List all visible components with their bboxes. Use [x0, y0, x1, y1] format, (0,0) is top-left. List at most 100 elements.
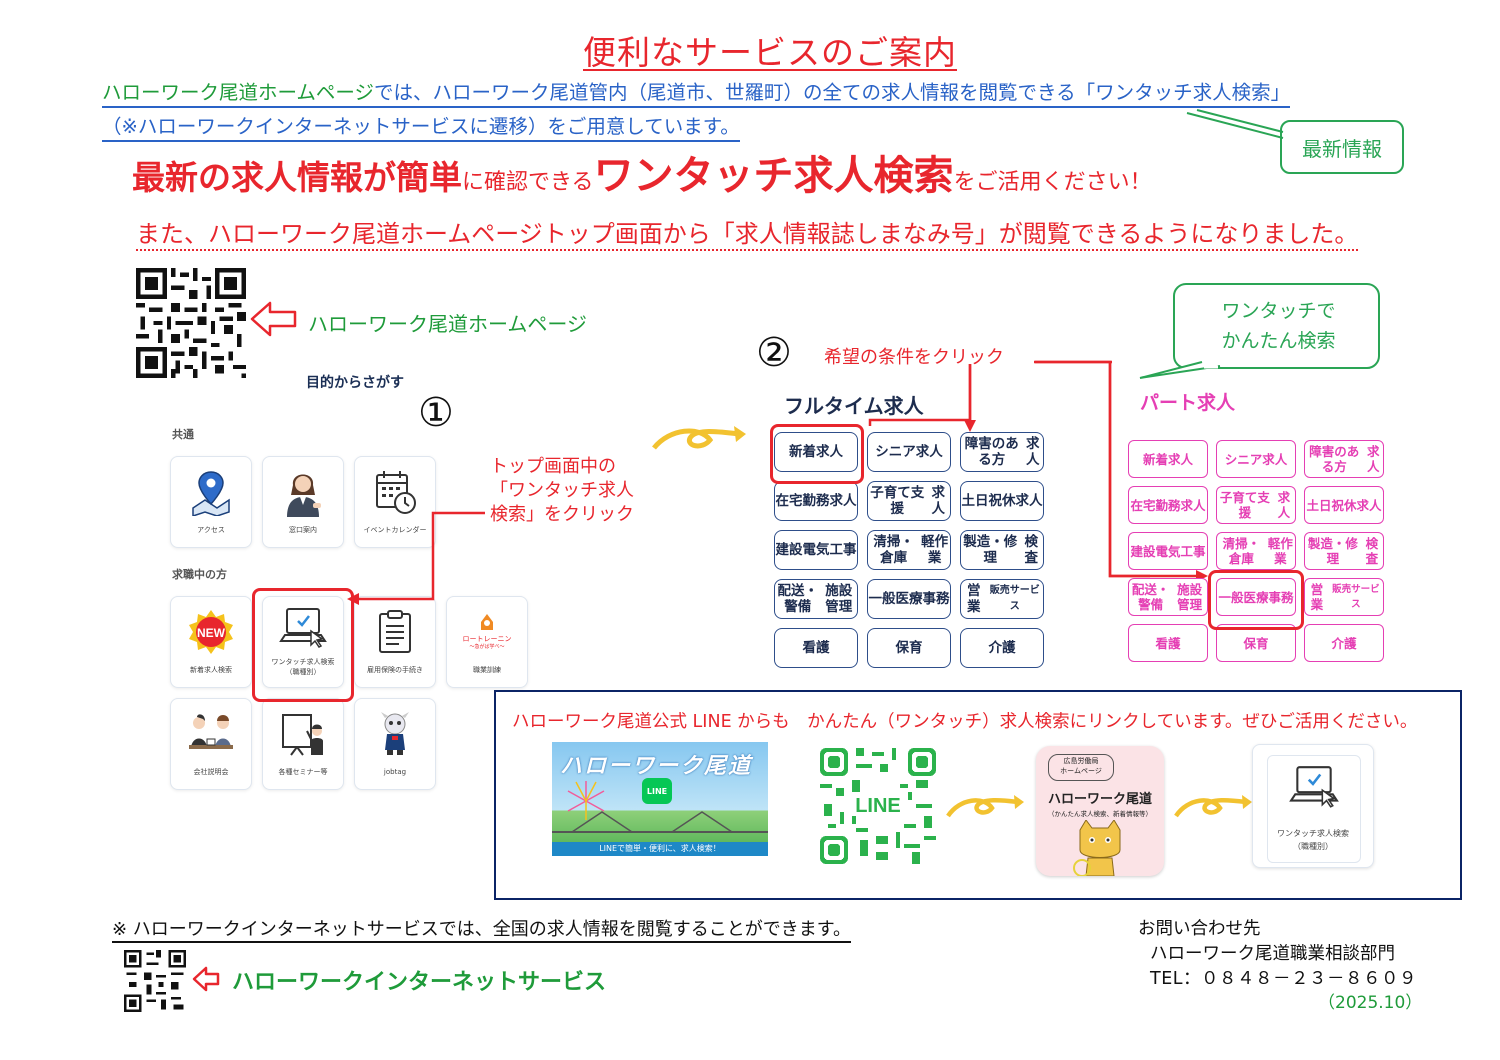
step-2-arrow-top: [1034, 360, 1112, 364]
svg-text:NEW: NEW: [197, 626, 226, 640]
parttime-button-2-0[interactable]: 建設電気工事: [1128, 532, 1208, 570]
clipboard-icon: [379, 610, 411, 653]
reception-person-icon: [287, 474, 321, 517]
homepage-label: ハローワーク尾道ホームページ: [308, 312, 587, 336]
svg-text:〜急がば学べ〜: 〜急がば学べ〜: [469, 643, 504, 650]
tile-new-jobs[interactable]: NEW 新着求人検索: [170, 596, 252, 688]
onetouch-callout-bubble: [1139, 283, 1380, 379]
fulltime-button-1-1[interactable]: 子育て支援求人: [867, 481, 951, 521]
fulltime-button-3-1[interactable]: 一般医療事務: [867, 579, 951, 619]
fulltime-button-2-1[interactable]: 清掃・倉庫軽作業: [867, 530, 951, 570]
onetouch-highlight: [252, 588, 354, 702]
swoosh-arrow-icon: [652, 426, 746, 450]
plaza-logo-icon: ハロートレーニング 〜急がば学べ〜: [463, 614, 511, 650]
parttime-button-2-2[interactable]: 製造・修理検査: [1304, 532, 1384, 570]
latest-info-callout: 最新情報: [1280, 120, 1404, 174]
swoosh-arrow-icon-2: [946, 795, 1024, 818]
contact-tel[interactable]: TEL：０８４８－２３－８６０９: [1150, 969, 1417, 989]
fulltime-button-4-0[interactable]: 看護: [774, 628, 858, 668]
contact-block: お問い合わせ先 ハローワーク尾道職業相談部門 TEL：０８４８－２３－８６０９: [1138, 917, 1417, 992]
line-headline: ハローワーク尾道公式 LINE からも かんたん（ワンタッチ）求人検索にリンクし…: [512, 712, 1418, 732]
meeting-icon: [189, 714, 233, 749]
hellowork-homepage-card[interactable]: 広島労働局 ホームページ ハローワーク尾道 （かんたん求人検索、新着情報等）: [1036, 746, 1164, 876]
fulltime-button-3-0[interactable]: 配送・警備施設管理: [774, 579, 858, 619]
parttime-heading: パート求人: [1140, 392, 1236, 414]
left-arrow-icon: [250, 301, 297, 337]
callout-pointer: [1186, 109, 1284, 139]
intro-line-1: ハローワーク尾道ホームページでは、ハローワーク尾道管内（尾道市、世羅町）の全ての…: [102, 76, 1291, 108]
seminar-icon: [282, 714, 323, 756]
parttime-button-0-0[interactable]: 新着求人: [1128, 440, 1208, 478]
headline: 最新の求人情報が簡単に確認できるワンタッチ求人検索をご活用ください！: [132, 153, 1152, 199]
parttime-button-3-1[interactable]: 一般医療事務: [1216, 578, 1296, 616]
step-1-arrow: [347, 511, 485, 605]
line-banner[interactable]: ハローワーク尾道 LINE LINEで簡単・便利に、求人検索！: [552, 742, 768, 856]
homepage-qr-code[interactable]: [136, 268, 246, 378]
tile-company-briefing[interactable]: 会社説明会: [170, 698, 252, 790]
parttime-button-0-2[interactable]: 障害のある方求人: [1304, 440, 1384, 478]
line-logo-icon: LINE: [642, 778, 672, 804]
internet-service-note: ※ ハローワークインターネットサービスでは、全国の求人情報を閲覧することができま…: [112, 915, 851, 943]
fireworks-icon: [567, 781, 605, 820]
shimanami-notice: また、ハローワーク尾道ホームページトップ画面から「求人情報誌しまなみ号」が閲覧で…: [136, 214, 1359, 251]
tile-reception[interactable]: 窓口案内: [262, 456, 344, 548]
laptop-check-icon: [1289, 766, 1339, 808]
purpose-heading: 目的からさがす: [306, 375, 404, 391]
tile-event-calendar[interactable]: イベントカレンダー: [354, 456, 436, 548]
parttime-button-0-1[interactable]: シニア求人: [1216, 440, 1296, 478]
onetouch-final-tile[interactable]: ワンタッチ求人検索（職種別）: [1252, 744, 1374, 868]
contact-heading: お問い合わせ先: [1138, 919, 1261, 939]
internet-service-label: ハローワークインターネットサービス: [232, 970, 607, 995]
parttime-button-1-1[interactable]: 子育て支援求人: [1216, 486, 1296, 524]
cat-mascot-icon: [1073, 820, 1121, 876]
laptop-check-icon: [279, 608, 327, 648]
parttime-button-3-2[interactable]: 営業販売サービス: [1304, 578, 1384, 616]
parttime-clinical-highlight: [1208, 570, 1304, 630]
fulltime-button-0-2[interactable]: 障害のある方求人: [960, 432, 1044, 472]
fulltime-heading: フルタイム求人: [784, 394, 924, 418]
onetouch-callout-text: ワンタッチでかんたん検索: [1221, 300, 1336, 352]
fulltime-new-highlight: [770, 424, 864, 484]
parttime-button-1-0[interactable]: 在宅勤務求人: [1128, 486, 1208, 524]
parttime-button-4-1[interactable]: 保育: [1216, 624, 1296, 662]
fulltime-button-2-0[interactable]: 建設電気工事: [774, 530, 858, 570]
internet-service-qr-code[interactable]: [124, 950, 186, 1012]
bridge-icon: [552, 811, 768, 833]
svg-text:ハロートレーニング: ハロートレーニング: [463, 634, 511, 643]
fulltime-button-0-1[interactable]: シニア求人: [867, 432, 951, 472]
tile-employment-insurance[interactable]: 雇用保険の手続き: [354, 596, 436, 688]
fulltime-button-4-1[interactable]: 保育: [867, 628, 951, 668]
parttime-button-4-2[interactable]: 介護: [1304, 624, 1384, 662]
new-badge-icon: NEW: [189, 610, 233, 654]
section-common: 共通: [172, 428, 194, 441]
line-section: [494, 690, 1462, 900]
parttime-button-4-0[interactable]: 看護: [1128, 624, 1208, 662]
contact-dept: ハローワーク尾道職業相談部門: [1150, 944, 1395, 964]
tile-jobtag[interactable]: jobtag: [354, 698, 436, 790]
fulltime-button-4-2[interactable]: 介護: [960, 628, 1044, 668]
tile-seminars[interactable]: 各種セミナー等: [262, 698, 344, 790]
step-1-number: ①: [418, 390, 454, 436]
page-title: 便利なサービスのご案内: [583, 33, 957, 72]
jobtag-mascot-icon: [381, 712, 409, 755]
homepage-link-text[interactable]: ハローワーク尾道ホームページ: [102, 81, 375, 104]
step-1-note: トップ画面中の「ワンタッチ求人検索」をクリック: [490, 456, 634, 525]
fulltime-button-3-2[interactable]: 営業販売サービス: [960, 579, 1044, 619]
fulltime-button-1-2[interactable]: 土日祝休求人: [960, 481, 1044, 521]
fulltime-button-0-0[interactable]: 新着求人: [774, 432, 858, 472]
fulltime-button-1-0[interactable]: 在宅勤務求人: [774, 481, 858, 521]
tile-onetouch-search[interactable]: ワンタッチ求人検索（職種別）: [262, 596, 344, 688]
revision-date: （2025.10）: [1318, 993, 1423, 1013]
tile-access[interactable]: アクセス: [170, 456, 252, 548]
section-jobseeker: 求職中の方: [172, 568, 227, 581]
parttime-button-2-1[interactable]: 清掃・倉庫軽作業: [1216, 532, 1296, 570]
parttime-button-1-2[interactable]: 土日祝休求人: [1304, 486, 1384, 524]
step-2-note: 希望の条件をクリック: [824, 347, 1004, 368]
intro-line-2: （※ハローワークインターネットサービスに遷移）をご用意しています。: [102, 110, 740, 142]
left-arrow-icon-2: [192, 966, 220, 992]
fulltime-button-2-2[interactable]: 製造・修理検査: [960, 530, 1044, 570]
tile-vocational-training[interactable]: ハロートレーニング 〜急がば学べ〜 職業訓練: [446, 596, 528, 688]
parttime-button-3-0[interactable]: 配送・警備施設管理: [1128, 578, 1208, 616]
svg-text:LINE: LINE: [855, 795, 901, 817]
line-qr-code[interactable]: LINE: [820, 748, 936, 864]
